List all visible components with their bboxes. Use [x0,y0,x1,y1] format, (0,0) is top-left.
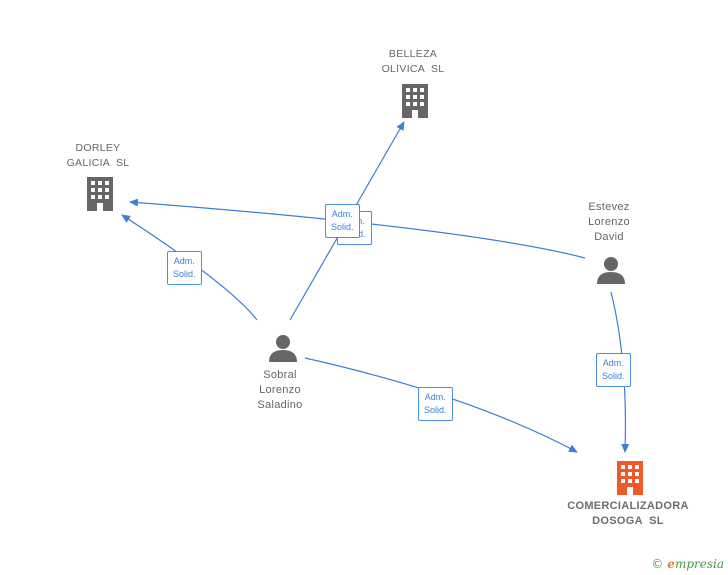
node-label-dorley[interactable]: DORLEY GALICIA SL [43,141,153,171]
edge-label-line: Solid. [424,405,447,415]
node-label-line: David [594,231,624,243]
person-icon[interactable] [269,335,297,362]
node-label-line: Lorenzo [588,216,630,228]
node-label-sobral[interactable]: Sobral Lorenzo Saladino [234,368,326,413]
empresia-logo[interactable]: ©empresia [651,557,724,571]
copyright-symbol: © [651,557,664,571]
building-icon[interactable] [402,84,428,118]
edge-label-line: Solid. [331,222,354,232]
edge-sobral-dorley [121,214,258,321]
person-icon[interactable] [597,257,625,284]
brand-name: mpresia [674,557,724,571]
edge-label-line: Adm. [602,358,624,368]
edge-label-line: Adm. [331,209,353,219]
node-label-line: DORLEY [75,142,121,154]
edge-label-sobral-belleza[interactable]: Adm. Solid. [325,204,360,238]
edge-label-estevez-comercializadora[interactable]: Adm. Solid. [596,353,631,387]
edge-label-line: Adm. [173,256,195,266]
edge-label-line: Solid. [602,371,625,381]
node-label-line: BELLEZA [388,48,438,60]
node-label-line: GALICIA SL [66,157,130,169]
node-label-estevez[interactable]: Estevez Lorenzo David [563,200,655,245]
building-icon[interactable] [87,177,113,211]
edge-label-sobral-dorley[interactable]: Adm. Solid. [167,251,202,285]
node-label-line: Saladino [257,399,303,411]
node-label-line: COMERCIALIZADORA [567,500,689,512]
node-label-line: DOSOGA SL [592,515,664,527]
brand-initial: e [667,557,675,571]
edge-estevez-dorley [129,198,586,259]
node-label-comercializadora[interactable]: COMERCIALIZADORA DOSOGA SL [548,499,708,529]
building-icon[interactable] [617,461,643,495]
node-label-line: Sobral [263,369,297,381]
node-label-belleza[interactable]: BELLEZA OLIVICA SL [358,47,468,77]
node-label-line: Estevez [588,201,630,213]
edge-label-line: Solid. [173,269,196,279]
node-label-line: Lorenzo [259,384,301,396]
edge-sobral-comercializadora [304,357,578,453]
edge-label-sobral-comercializadora[interactable]: Adm. Solid. [418,387,453,421]
node-label-line: OLIVICA SL [381,63,445,75]
edge-label-line: Adm. [424,392,446,402]
